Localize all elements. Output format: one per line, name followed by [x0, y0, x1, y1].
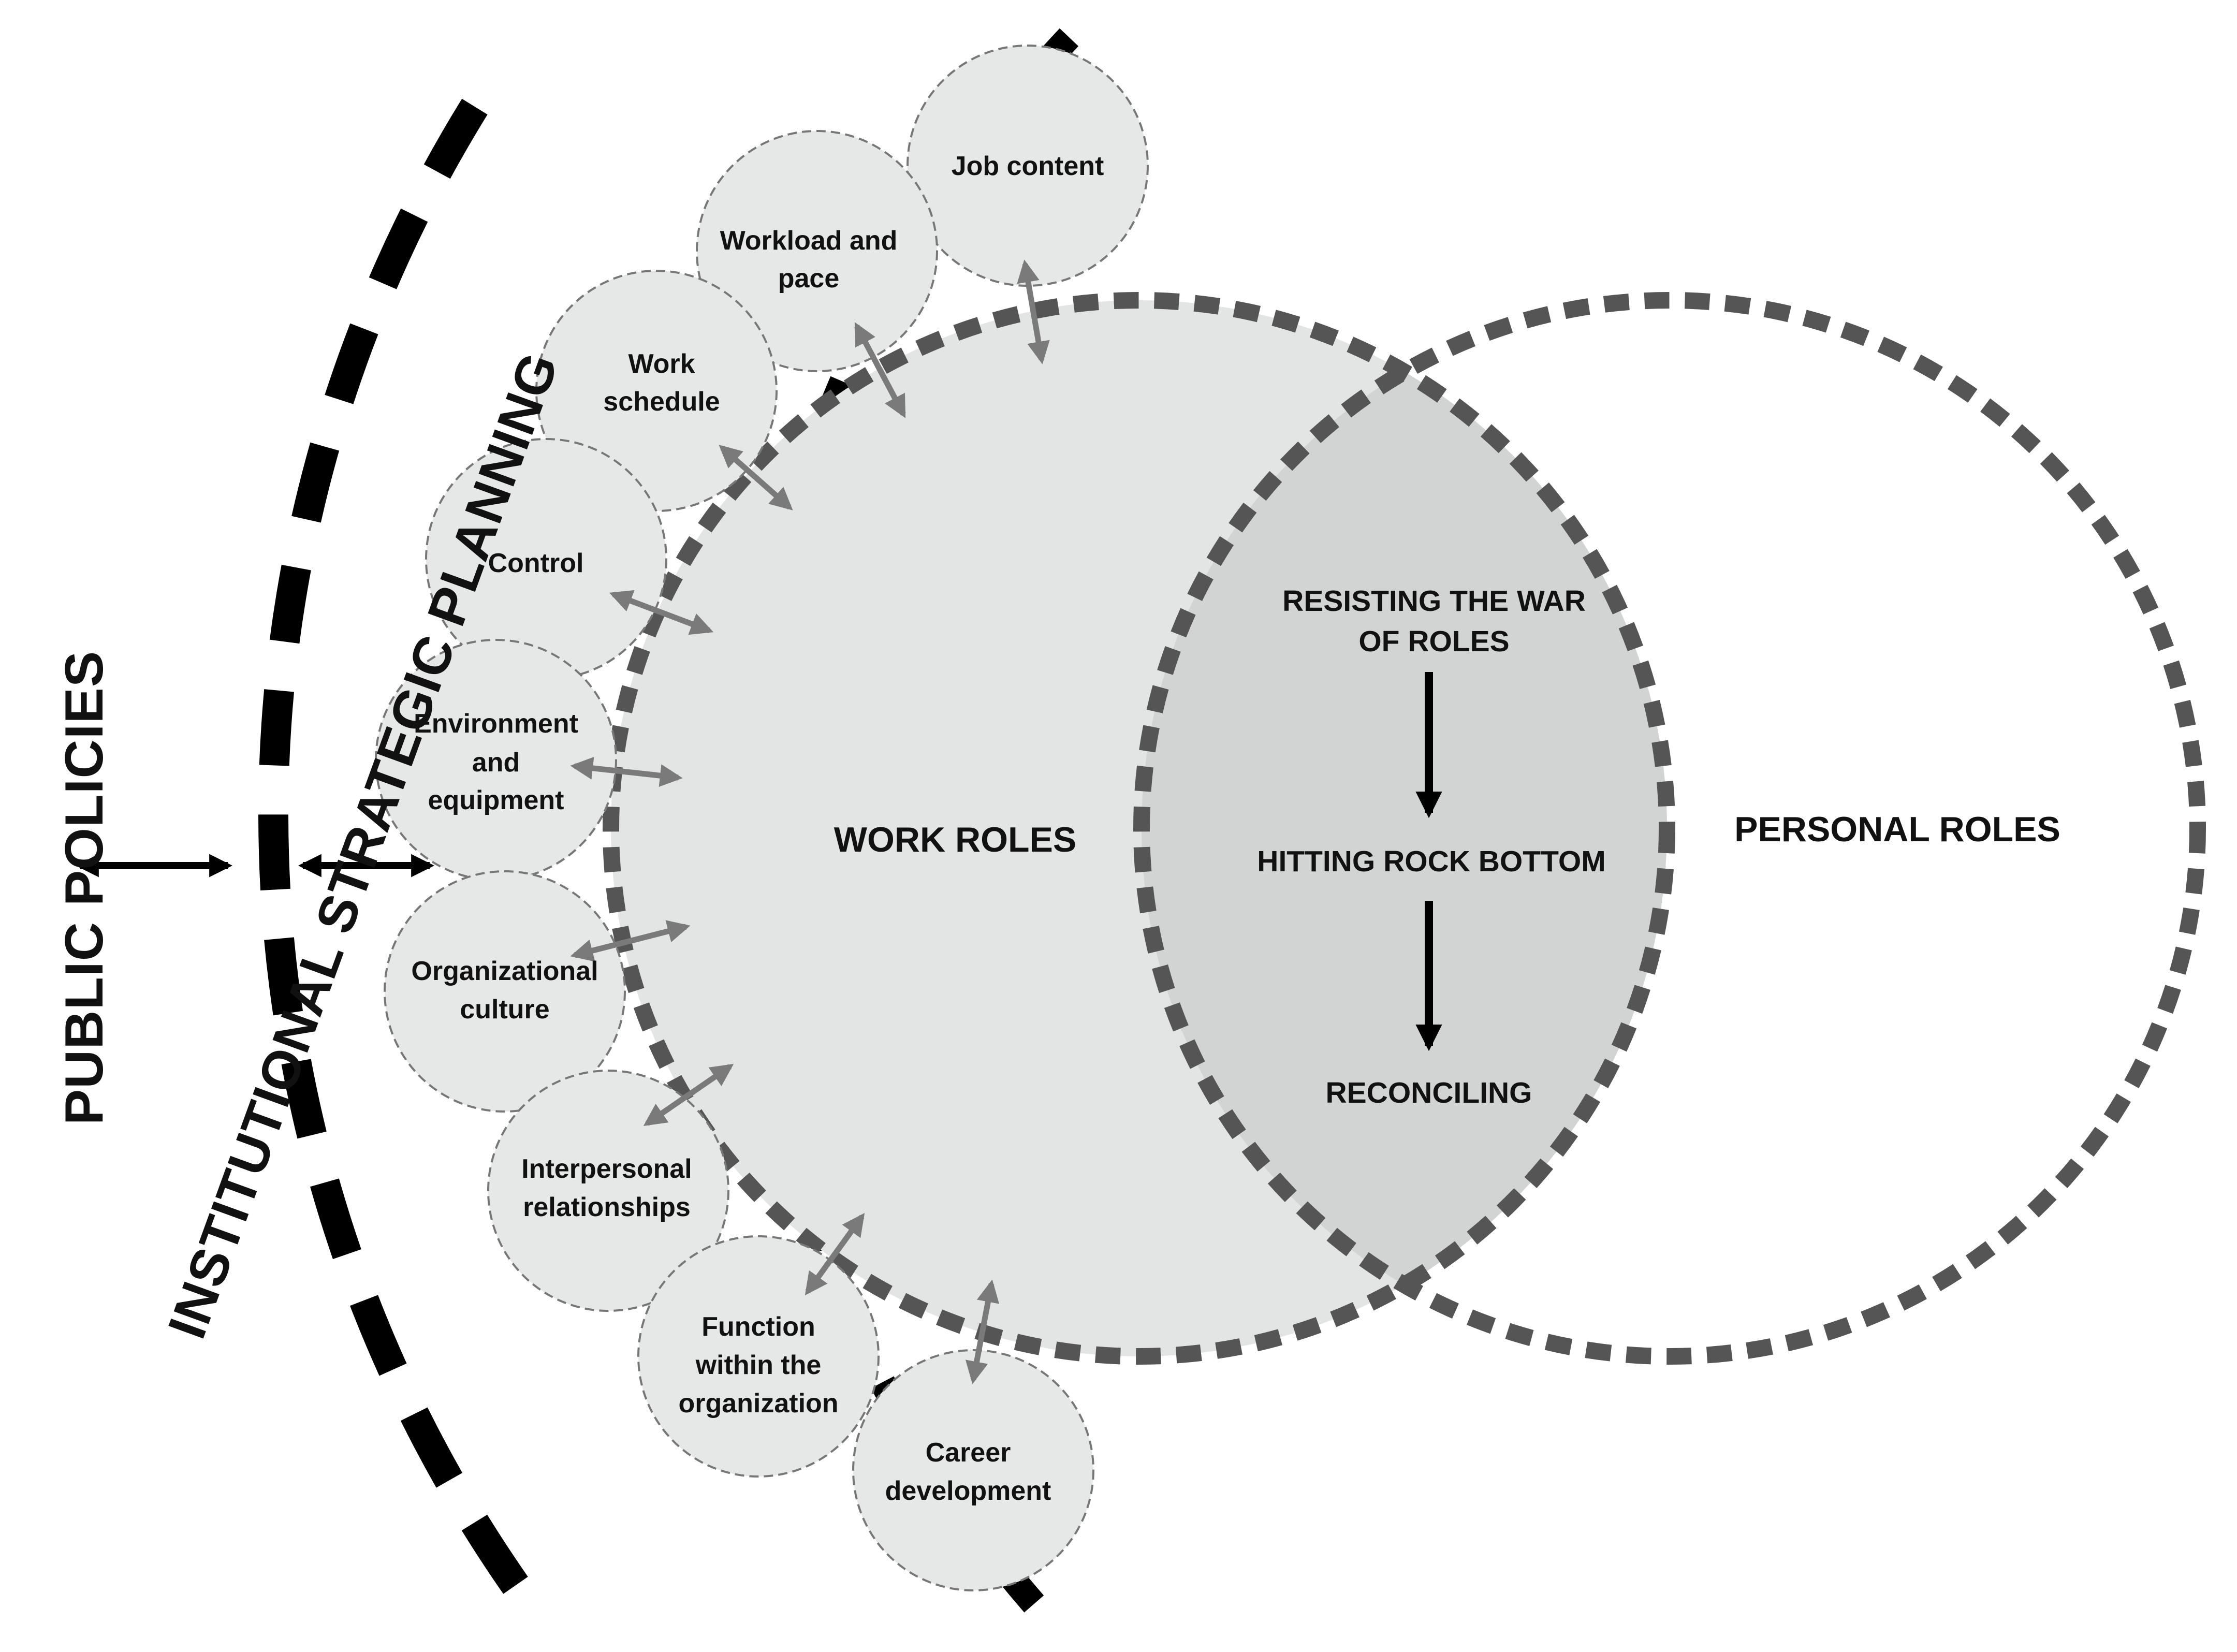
factor-arrows [570, 259, 1050, 1384]
factor-label-environment-2: and [472, 748, 520, 778]
factor-circle-culture [384, 870, 626, 1113]
arrow-control [609, 590, 714, 635]
factor-label-control: Control [488, 548, 584, 578]
factor-labels: Job content Workload and pace Work sched… [411, 151, 1104, 1506]
factor-label-function-1: Function [701, 1312, 815, 1342]
factor-label-culture-2: culture [460, 995, 549, 1025]
public-policies-arc [258, 98, 553, 1630]
arrow-workload [854, 322, 906, 418]
factor-label-job-content: Job content [952, 151, 1104, 181]
process-step2: HITTING ROCK BOTTOM [1257, 845, 1605, 878]
process-step1-line1: RESISTING THE WAR [1282, 584, 1586, 618]
process-step3: RECONCILING [1326, 1076, 1532, 1109]
arrow-job-content [1017, 259, 1050, 364]
factor-label-environment-3: equipment [428, 785, 564, 815]
factor-label-function-3: organization [678, 1388, 838, 1419]
factor-label-interpersonal-1: Interpersonal [521, 1154, 692, 1184]
arrow-environment [570, 756, 683, 787]
factor-label-environment-1: Environment [414, 709, 578, 739]
arrow-interpersonal [643, 1064, 734, 1126]
personal-roles-label: PERSONAL ROLES [1734, 810, 2060, 849]
personal-roles-circle [1133, 292, 2206, 1365]
factor-label-schedule-2: schedule [603, 387, 720, 417]
factor-label-culture-1: Organizational [411, 956, 598, 986]
factor-label-workload-1: Workload and [720, 226, 898, 256]
factor-circle-career [852, 1349, 1094, 1591]
factor-circle-workload [696, 130, 938, 372]
arrow-career [965, 1279, 1000, 1384]
factor-circle-function [637, 1235, 880, 1478]
factor-label-career-2: development [885, 1476, 1051, 1506]
factor-label-schedule-1: Work [628, 349, 695, 379]
factor-circles [375, 45, 1149, 1591]
work-roles-outline [603, 292, 1675, 1365]
factor-label-function-2: within the [695, 1350, 822, 1380]
arrow-culture [570, 920, 691, 962]
factor-label-workload-2: pace [778, 264, 840, 294]
factor-circle-interpersonal [487, 1070, 729, 1312]
overlap-region [1142, 300, 1667, 1356]
process-step1-line2: OF ROLES [1358, 625, 1509, 658]
arrow-work-schedule [719, 445, 793, 510]
factor-label-career-1: Career [926, 1438, 1011, 1468]
work-roles-label: WORK ROLES [834, 820, 1076, 859]
public-policies-label: PUBLIC POLICIES [54, 651, 114, 1125]
factor-label-interpersonal-2: relationships [523, 1192, 691, 1222]
arrow-function [805, 1212, 865, 1296]
